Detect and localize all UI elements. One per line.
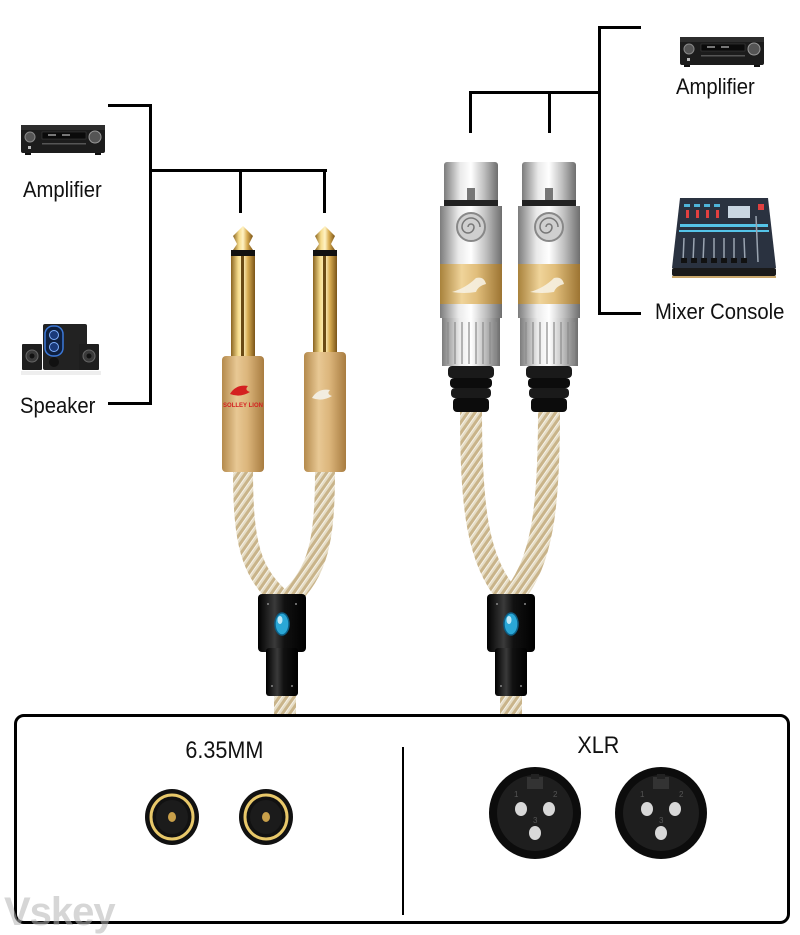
bracket-line: [598, 26, 601, 315]
svg-text:3: 3: [533, 816, 538, 825]
connector-panel: 6.35MM XLR 1 2 3 1 2 3: [14, 714, 790, 924]
left-amplifier-label: Amplifier: [23, 177, 102, 202]
bracket-line: [469, 91, 601, 94]
bracket-line: [149, 104, 152, 405]
jack-cable-assembly: SOLLEY LION: [222, 226, 346, 714]
xlr-socket-icon: 1 2 3: [489, 767, 581, 859]
svg-text:2: 2: [679, 790, 684, 799]
speaker-icon: [21, 324, 101, 375]
watermark: Vskey: [4, 890, 116, 934]
xlr-plug-left: [440, 162, 502, 412]
xlr-splitter: [487, 594, 535, 696]
bracket-line: [598, 26, 641, 29]
panel-title-xlr: XLR: [577, 732, 620, 759]
bracket-line: [239, 169, 242, 213]
svg-text:1: 1: [514, 790, 519, 799]
bracket-line: [149, 169, 327, 172]
jack-socket-icon: [239, 789, 293, 845]
svg-text:SOLLEY LION: SOLLEY LION: [223, 403, 263, 409]
bracket-line: [323, 169, 326, 213]
bracket-line: [598, 312, 641, 315]
mixer-console-icon: [672, 198, 776, 278]
right-amplifier-label: Amplifier: [676, 74, 755, 99]
jack-plug-left: SOLLEY LION: [222, 226, 264, 472]
svg-text:1: 1: [640, 790, 645, 799]
right-mixer-console-label: Mixer Console: [655, 299, 785, 324]
left-speaker-label: Speaker: [20, 393, 96, 418]
bracket-line: [548, 91, 551, 133]
bracket-line: [469, 91, 472, 133]
xlr-plug-right: [518, 162, 580, 412]
jack-splitter: [258, 594, 306, 696]
jack-socket-icon: [145, 789, 199, 845]
bracket-line: [108, 104, 152, 107]
xlr-cable-assembly: [440, 162, 580, 714]
panel-divider: [402, 747, 404, 915]
panel-title-635mm: 6.35MM: [185, 737, 264, 764]
jack-plug-right: [304, 226, 346, 472]
bracket-line: [108, 402, 152, 405]
xlr-socket-icon: 1 2 3: [615, 767, 707, 859]
amplifier-icon: [680, 37, 764, 67]
amplifier-icon: [21, 125, 105, 155]
svg-text:2: 2: [553, 790, 558, 799]
svg-text:3: 3: [659, 816, 664, 825]
